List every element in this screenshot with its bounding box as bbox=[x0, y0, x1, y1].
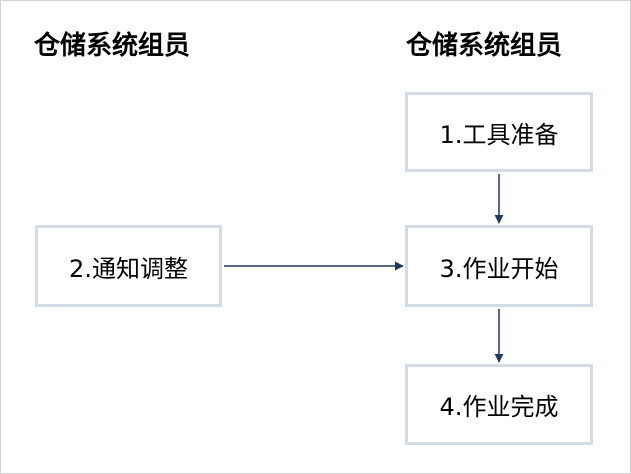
step-4-work-complete: 4.作业完成 bbox=[405, 364, 593, 445]
step-1-label: 1.工具准备 bbox=[439, 120, 559, 149]
lane-header-left: 仓储系统组员 bbox=[34, 31, 191, 61]
step-2-notify-adjust: 2.通知调整 bbox=[35, 225, 222, 307]
step-1-tool-preparation: 1.工具准备 bbox=[405, 92, 593, 172]
step-2-label: 2.通知调整 bbox=[69, 254, 188, 283]
step-3-label: 3.作业开始 bbox=[439, 254, 559, 283]
step-3-work-start: 3.作业开始 bbox=[405, 225, 593, 307]
lane-header-right: 仓储系统组员 bbox=[406, 31, 563, 61]
step-4-label: 4.作业完成 bbox=[439, 393, 559, 421]
